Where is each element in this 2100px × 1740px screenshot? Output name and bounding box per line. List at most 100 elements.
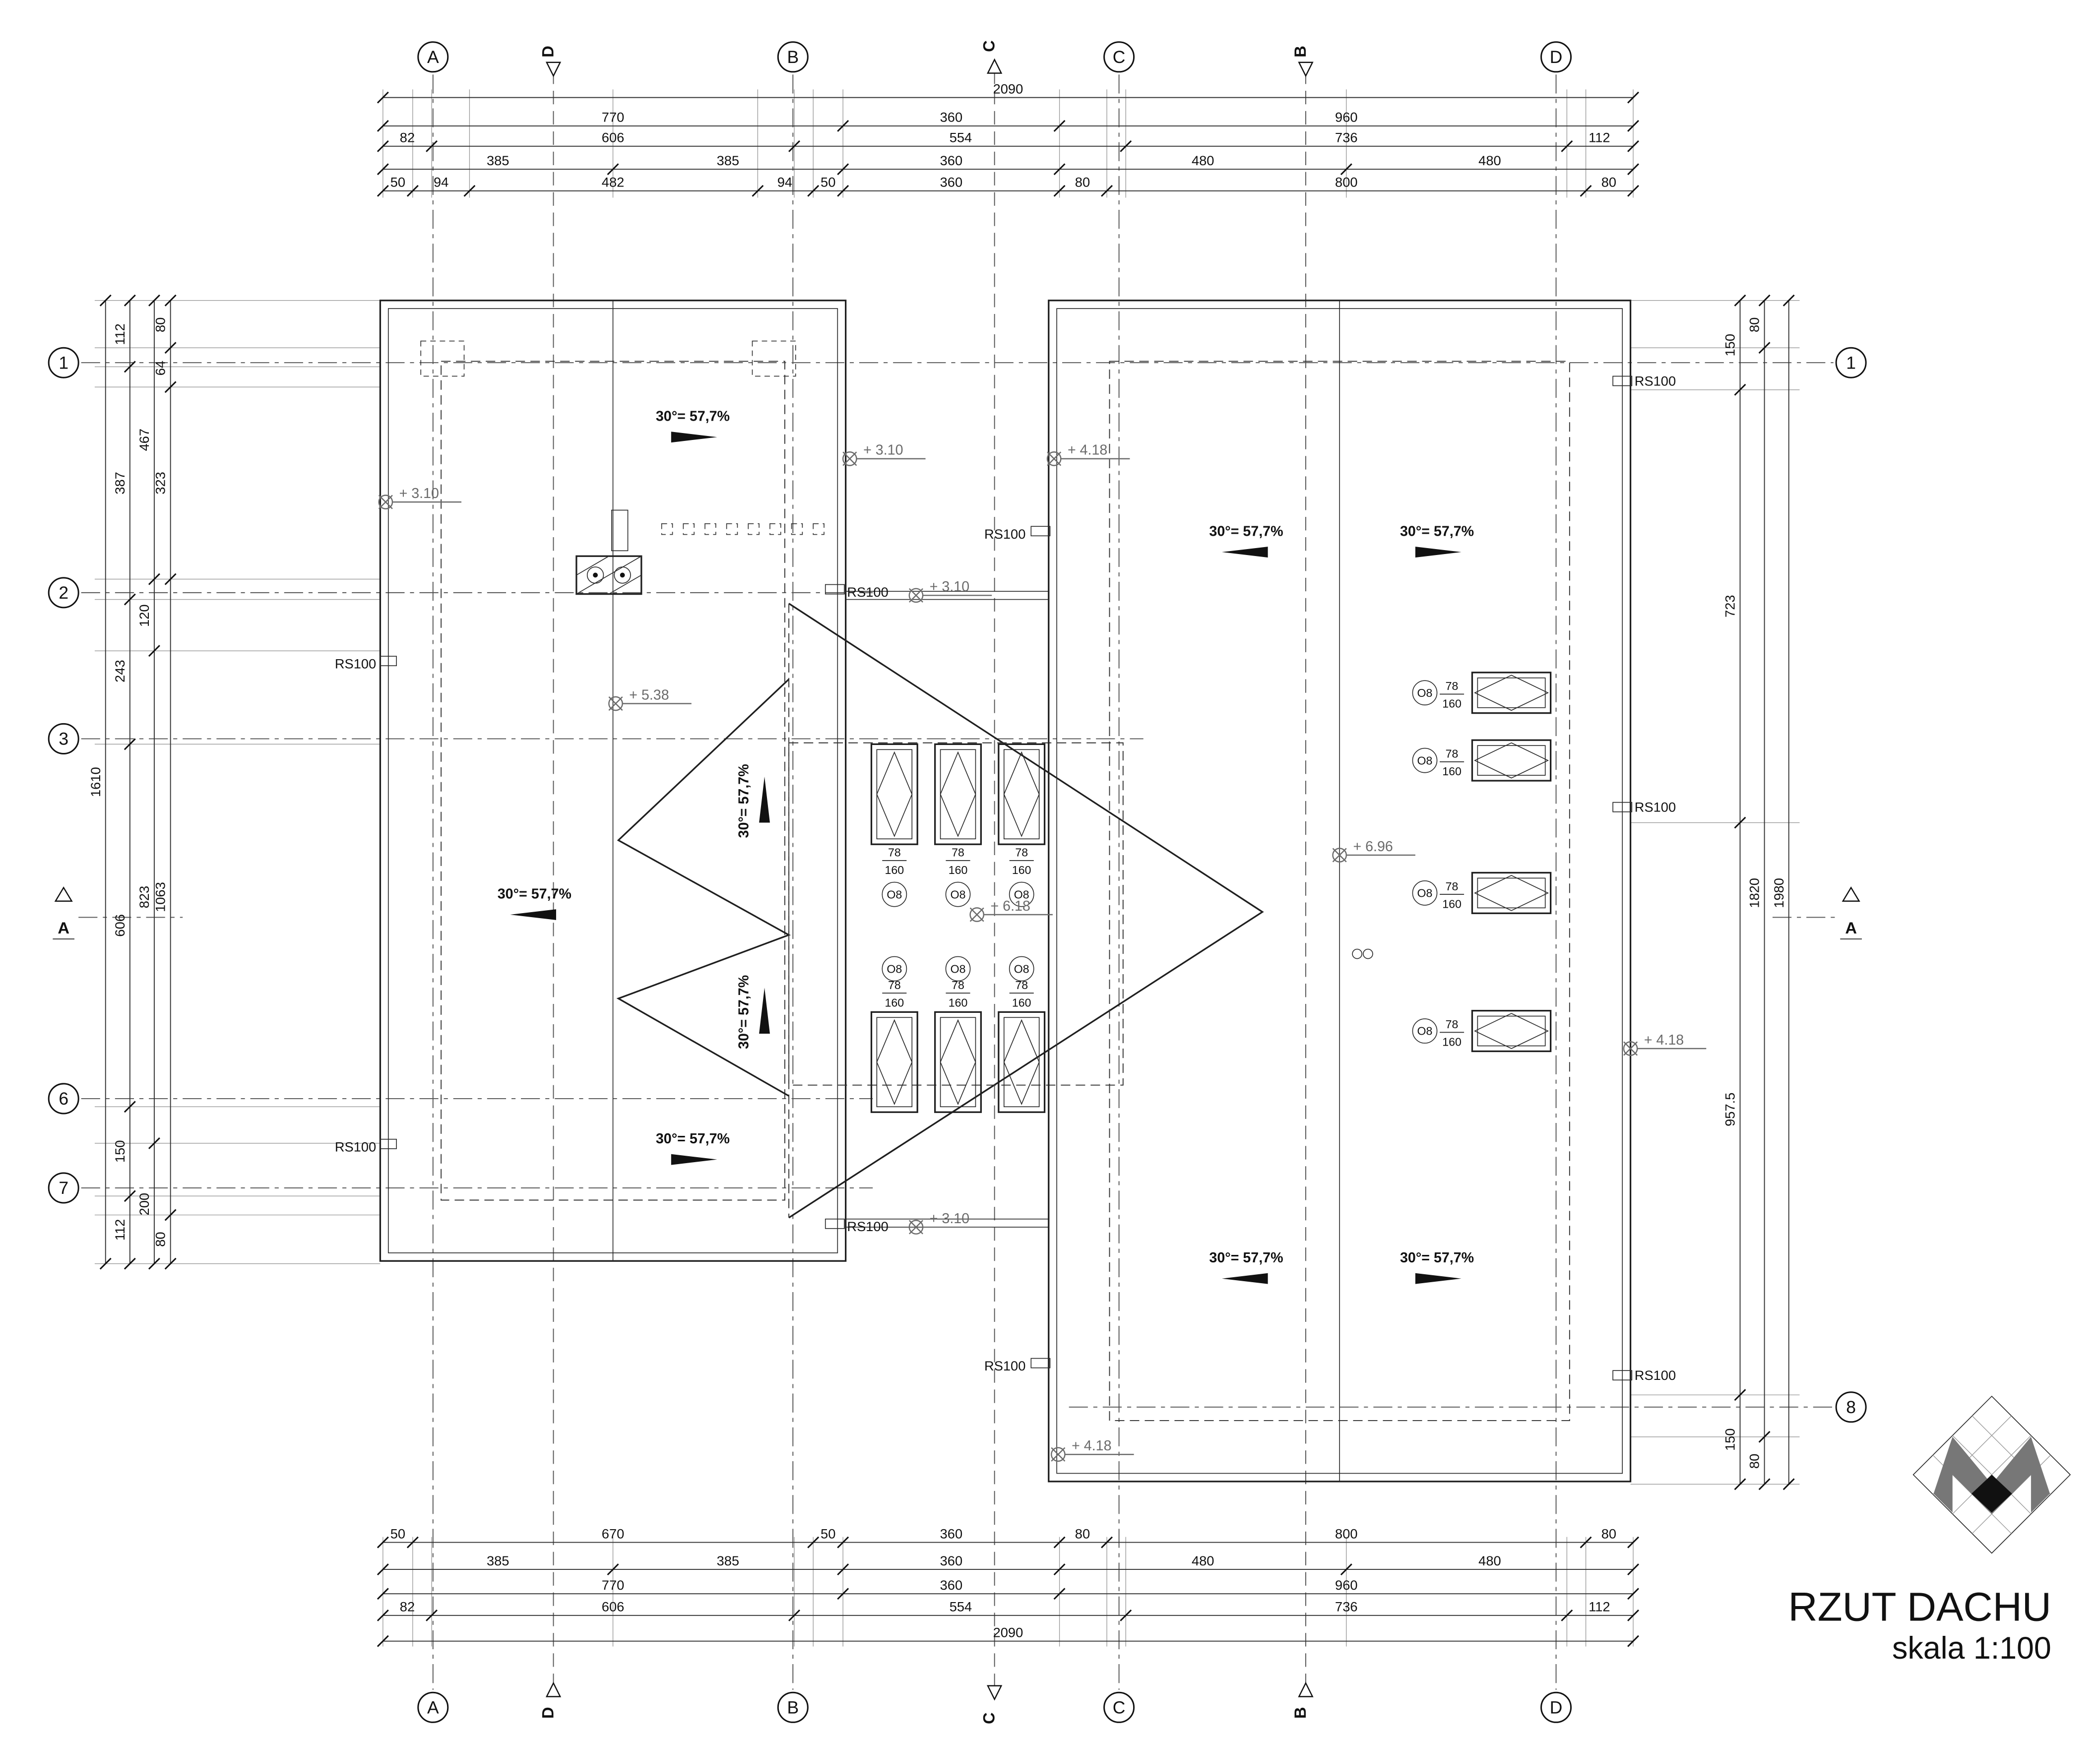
window-code-label: O8 (1014, 962, 1029, 975)
window-height-label: 160 (1442, 897, 1462, 910)
slope-labels: 30°= 57,7% 30°= 57,7% 30°= 57,7% 30°= 57… (498, 408, 1474, 1284)
dim-label: 64 (153, 361, 168, 375)
dim-label: 50 (390, 1526, 405, 1541)
slope-label: 30°= 57,7% (656, 408, 730, 424)
drain-label: RS100 (1635, 800, 1676, 815)
dimensions-left: 1610 112 387 243 606 150 112 467 120 823… (88, 294, 381, 1270)
roof-right-block: O8 78 160 O8 78 160 O8 78 160 O8 78 160 (1048, 300, 1632, 1483)
drawing-title: RZUT DACHU (1788, 1585, 2051, 1630)
dim-label: 736 (1335, 130, 1358, 145)
window-width-label: 78 (952, 979, 964, 992)
axis-col-a-top: A (427, 47, 439, 67)
window-height-label: 160 (949, 864, 968, 876)
svg-text:A: A (58, 919, 69, 937)
grid-lines (78, 70, 1837, 1691)
drawing-scale: skala 1:100 (1892, 1631, 2051, 1666)
elevation-mark: + 4.18 (1046, 442, 1130, 466)
dim-label: 80 (1747, 317, 1762, 332)
slope-label: 30°= 57,7% (1209, 523, 1283, 539)
window-code-label: O8 (1417, 887, 1433, 900)
svg-text:D: D (539, 46, 557, 58)
window-height-label: 160 (885, 864, 904, 876)
roof-window-group-lower: O8 78 160 O8 78 160 O8 78 160 (870, 956, 1046, 1113)
axis-row-8-right: 8 (1846, 1397, 1856, 1417)
dim-label: 112 (112, 323, 127, 345)
svg-text:A: A (1845, 919, 1857, 937)
dim-label: 1063 (153, 882, 168, 912)
dim-label: 120 (136, 604, 152, 626)
dim-label: 150 (1722, 334, 1738, 357)
dimensions-bottom: 50 670 50 360 80 800 80 385 385 360 480 … (377, 1526, 1640, 1647)
elevation-marks: + 3.10 + 3.10 + 4.18 + 3.10 + 5.38 + 6.1… (378, 442, 1707, 1462)
window-width-label: 78 (952, 846, 964, 859)
window-height-label: 160 (1012, 996, 1031, 1009)
section-flag-c-top: C (980, 40, 1003, 74)
dim-label: 1610 (88, 767, 103, 797)
svg-text:+ 3.10: + 3.10 (399, 486, 439, 501)
dim-label: 2090 (993, 81, 1023, 96)
dim-label: 960 (1335, 110, 1358, 125)
axis-markers: A B C D A B C D 1 2 3 6 7 1 8 D C B D (48, 40, 1867, 1724)
svg-text:C: C (980, 1712, 998, 1724)
dim-label: 385 (487, 1553, 509, 1568)
slope-label: 30°= 57,7% (656, 1131, 730, 1147)
window-code-label: O8 (951, 962, 966, 975)
svg-text:B: B (1291, 46, 1309, 58)
dim-label: 82 (400, 130, 415, 145)
window-width-label: 78 (1015, 979, 1028, 992)
window-code-label: O8 (1014, 888, 1029, 901)
drain-labels: RS100 RS100 RS100 RS100 RS100 RS100 RS10… (335, 373, 1676, 1383)
dim-label: 50 (821, 1526, 835, 1541)
elevation-mark: + 3.10 (908, 579, 992, 603)
window-code-label: O8 (1417, 1025, 1433, 1038)
connector-eaves (845, 591, 1049, 1228)
axis-col-b-bottom: B (787, 1698, 799, 1718)
drain-label: RS100 (984, 526, 1025, 542)
elevation-mark: + 3.10 (842, 442, 926, 466)
dimensions-right: 150 723 957.5 150 80 1820 80 1980 (1630, 294, 1800, 1491)
dim-label: 360 (940, 153, 963, 168)
window-code-label: O8 (887, 888, 902, 901)
section-flag-c-bottom: C (980, 1685, 1003, 1724)
valley-lines (788, 603, 1264, 1219)
roof-window-group-right: O8 78 160 O8 78 160 O8 78 160 O8 78 160 (1412, 672, 1552, 1053)
dim-label: 554 (950, 1599, 972, 1615)
elevation-mark: + 6.18 (969, 898, 1053, 922)
dim-label: 387 (112, 472, 127, 494)
window-height-label: 160 (949, 996, 968, 1009)
dim-label: 80 (1075, 1526, 1090, 1541)
dim-label: 112 (1589, 130, 1610, 145)
dim-label: 80 (153, 1232, 168, 1246)
dimensions-top: 2090 770 360 960 82 606 554 736 112 385 … (377, 81, 1640, 198)
roof-window-group-upper: 78 160 O8 78 160 O8 78 160 O8 (870, 743, 1046, 907)
dim-label: 80 (1747, 1454, 1762, 1469)
svg-text:+ 4.18: + 4.18 (1072, 1438, 1111, 1454)
window-width-label: 78 (1446, 680, 1459, 692)
svg-text:+ 3.10: + 3.10 (930, 579, 969, 595)
slope-label: 30°= 57,7% (736, 975, 752, 1049)
dim-label: 800 (1335, 175, 1358, 190)
dim-label: 80 (1075, 175, 1090, 190)
roof-hatch-outline (611, 509, 629, 552)
vent-mark (1352, 948, 1362, 959)
elevation-mark: + 3.10 (908, 1211, 992, 1235)
logo-mark (1912, 1395, 2071, 1554)
dim-label: 2090 (993, 1624, 1023, 1640)
dim-label: 50 (390, 175, 405, 190)
axis-row-7-left: 7 (59, 1178, 68, 1198)
dim-label: 385 (717, 1553, 740, 1568)
dim-label: 482 (602, 175, 625, 190)
window-width-label: 78 (1446, 1018, 1459, 1031)
drain-label: RS100 (847, 1219, 888, 1234)
roof-left-block (379, 300, 847, 1262)
elevation-mark: + 4.18 (1051, 1438, 1134, 1462)
axis-col-d-bottom: D (1550, 1698, 1563, 1718)
slope-label: 30°= 57,7% (1400, 523, 1474, 539)
window-width-label: 78 (1446, 747, 1459, 760)
dim-label: 150 (112, 1140, 127, 1163)
svg-text:+ 6.18: + 6.18 (990, 898, 1030, 914)
dim-label: 1820 (1747, 878, 1762, 908)
dim-label: 554 (950, 130, 972, 145)
dim-label: 1980 (1771, 878, 1786, 908)
dim-label: 480 (1192, 153, 1214, 168)
